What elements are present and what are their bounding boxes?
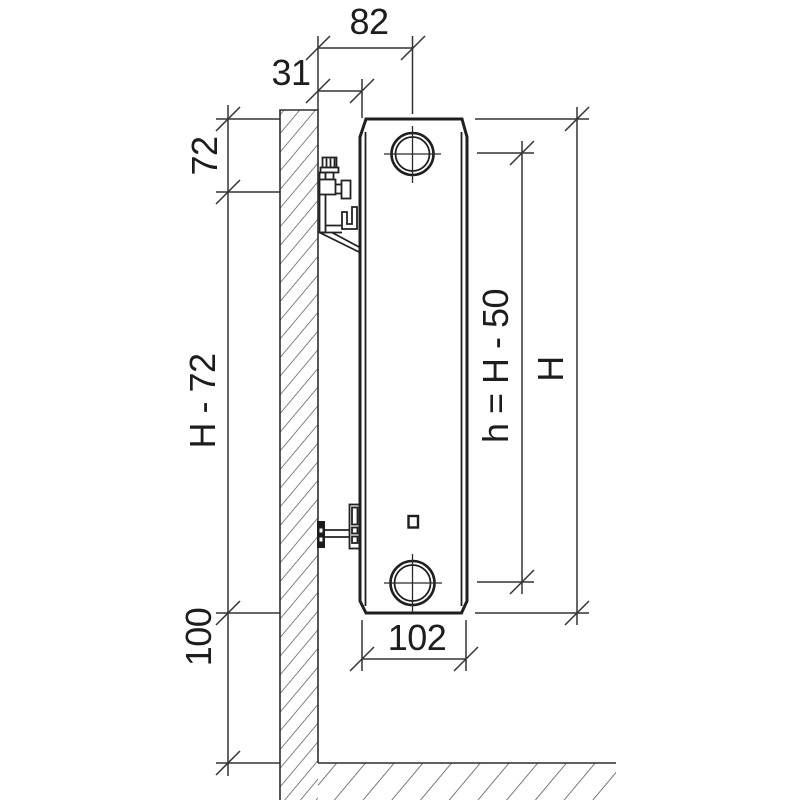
tick-mark (453, 646, 479, 672)
dim-label-100: 100 (178, 608, 219, 667)
bracket-hook (341, 206, 358, 230)
wall-outline (279, 109, 319, 800)
wall-hatch (280, 110, 318, 800)
valve-union-nut (340, 179, 352, 200)
clamp-detail (351, 535, 359, 544)
valve-body (318, 178, 337, 196)
clamp-slot (351, 506, 359, 526)
dim-radiator-height: H (475, 106, 590, 626)
tick-mark (215, 179, 241, 205)
tick-mark (509, 140, 535, 166)
top-pipe-port (384, 126, 441, 183)
dim-label-82: 82 (349, 1, 388, 42)
tick-mark (215, 600, 241, 626)
bracket-brace-inner (331, 231, 360, 248)
drain-plug-square (407, 514, 420, 529)
floor-section (318, 762, 616, 800)
wall-section (279, 109, 319, 800)
dim-wall-to-radiator: 31 (271, 52, 375, 118)
wall-bracket-bottom (317, 503, 361, 550)
bracket-brace (319, 231, 360, 253)
tick-mark (349, 646, 375, 672)
tick-mark (509, 569, 535, 595)
tick-mark (305, 35, 331, 61)
dim-label-102: 102 (388, 617, 447, 658)
bottom-pipe-port (384, 554, 442, 612)
dim-radiator-depth: 102 (349, 617, 479, 672)
tick-mark (564, 106, 590, 132)
anchor-hole (319, 528, 323, 533)
dim-wall-to-pipe-axis: 82 (305, 1, 426, 114)
tick-mark (215, 750, 241, 776)
radiator-outline (358, 117, 469, 615)
dim-label-H: H (530, 356, 571, 382)
dim-label-31: 31 (271, 52, 310, 93)
tick-mark (400, 35, 426, 61)
anchor-hole (319, 537, 323, 542)
thermostatic-valve (318, 156, 352, 200)
valve-stem (324, 171, 335, 181)
tick-mark (305, 78, 331, 104)
dim-left-chain: 72 H - 72 100 (178, 105, 280, 776)
tick-mark (215, 106, 241, 132)
wall-anchor-block (317, 521, 325, 548)
floor-hatch (318, 763, 616, 800)
dim-label-h-minus-72: H - 72 (182, 353, 223, 448)
dim-label-72: 72 (184, 136, 225, 175)
dim-pipe-axis-spacing: h = H - 50 (475, 140, 535, 595)
tick-mark (564, 600, 590, 626)
radiator-body (358, 117, 469, 615)
dim-label-h-equals: h = H - 50 (475, 289, 516, 443)
tick-mark (349, 78, 375, 104)
bracket-clamp-plate (348, 503, 361, 550)
clamp-detail (351, 526, 359, 535)
